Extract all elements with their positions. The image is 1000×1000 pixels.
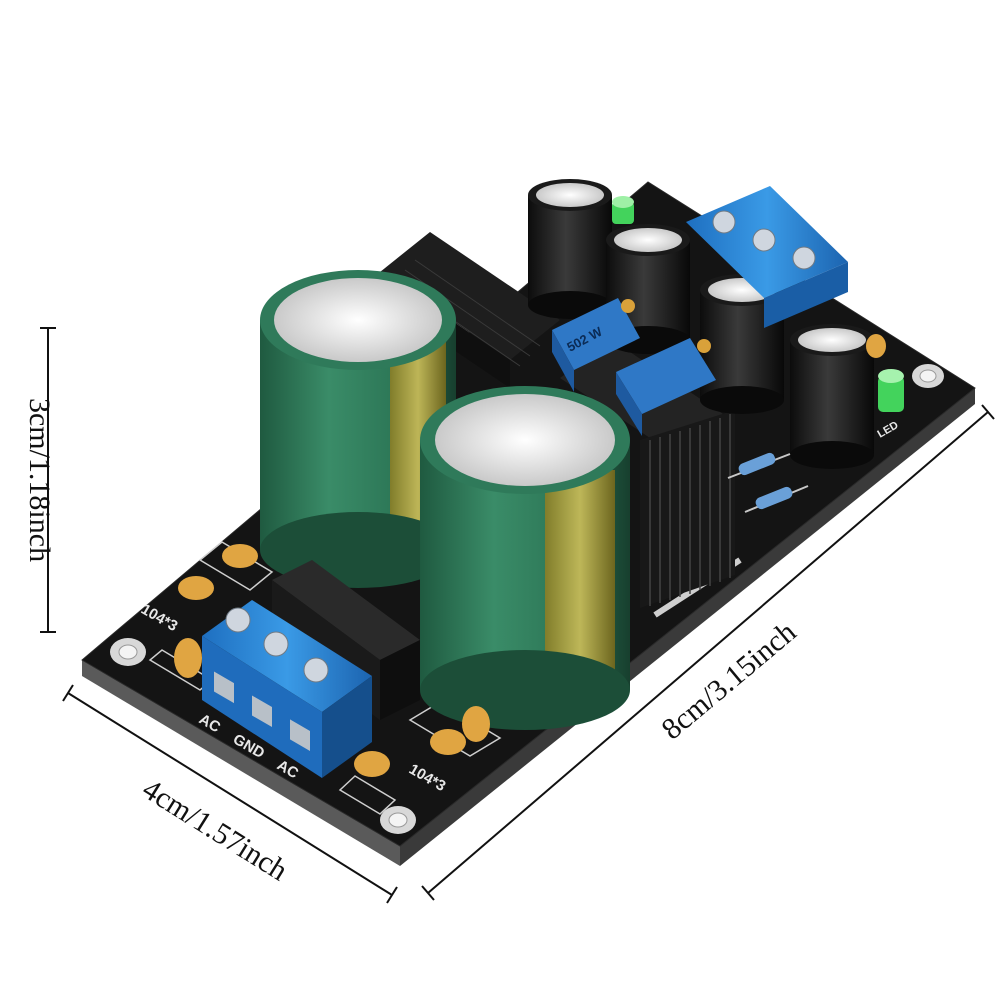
ceramic-capacitor xyxy=(178,576,214,600)
mounting-hole xyxy=(912,364,944,388)
trimmer-potentiometer xyxy=(616,338,716,436)
electrolytic-capacitor-small xyxy=(790,324,874,469)
ceramic-capacitor xyxy=(222,544,258,568)
ceramic-capacitor xyxy=(462,706,490,742)
trimmer-potentiometer: 502 W xyxy=(552,298,640,392)
width-label: 4cm/1.57inch xyxy=(137,772,294,887)
ceramic-capacitor xyxy=(354,751,390,777)
height-dimension: 3cm/1.18inch xyxy=(23,327,56,633)
height-label: 3cm/1.18inch xyxy=(23,398,56,562)
ceramic-capacitor xyxy=(866,334,886,358)
mounting-hole xyxy=(380,806,416,834)
electrolytic-capacitor-small xyxy=(528,179,612,319)
led-green xyxy=(878,369,904,412)
terminal-block-input xyxy=(202,600,372,778)
electrolytic-capacitor-small xyxy=(606,224,690,354)
terminal-block-output xyxy=(686,186,848,328)
resistor xyxy=(744,485,809,513)
mounting-hole xyxy=(110,638,146,666)
ceramic-capacitor xyxy=(174,638,202,678)
ceramic-capacitor xyxy=(430,729,466,755)
led-green xyxy=(612,196,634,224)
resistor xyxy=(727,452,791,479)
electrolytic-capacitor-large xyxy=(420,386,630,730)
